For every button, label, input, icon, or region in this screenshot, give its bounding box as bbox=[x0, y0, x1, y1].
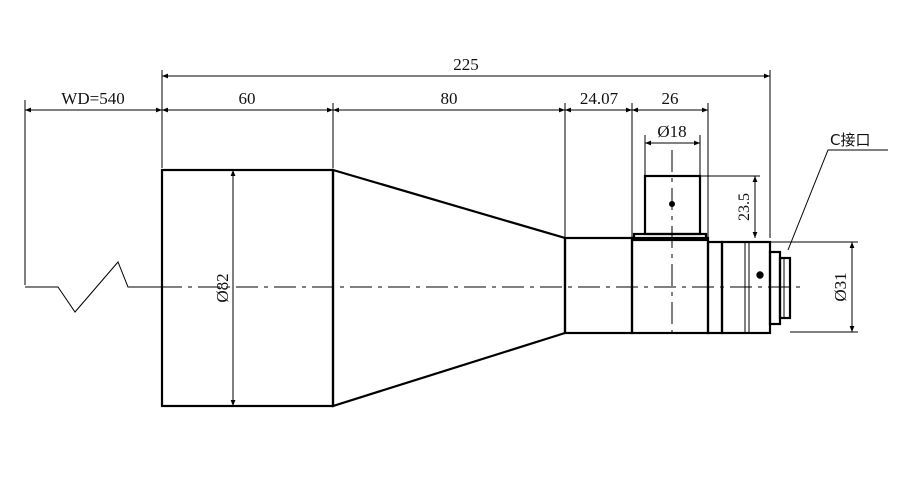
mount-label: C接口 bbox=[830, 131, 870, 149]
dim-rear-section: 26 bbox=[662, 89, 679, 108]
dim-working-distance: WD=540 bbox=[61, 89, 124, 108]
lens-body bbox=[160, 168, 792, 408]
mount-step bbox=[768, 250, 782, 326]
extension-lines bbox=[24, 70, 858, 333]
dim-front-diameter: Ø82 bbox=[213, 273, 232, 302]
dim-port-height: 23.5 bbox=[736, 193, 753, 221]
front-barrel bbox=[160, 168, 335, 408]
mid-tube bbox=[563, 236, 634, 335]
dim-mount-diameter: Ø31 bbox=[831, 272, 850, 301]
taper-section bbox=[331, 168, 567, 408]
dim-port-diameter: Ø18 bbox=[657, 122, 686, 141]
dim-mid-section: 24.07 bbox=[580, 89, 619, 108]
dim-total-length: 225 bbox=[453, 55, 479, 74]
center-lines bbox=[160, 150, 800, 333]
c-mount-thread bbox=[778, 256, 792, 320]
rear-tube bbox=[630, 236, 710, 335]
wd-break-line bbox=[25, 261, 160, 313]
dimension-lines bbox=[25, 73, 855, 406]
dim-taper: 80 bbox=[441, 89, 458, 108]
mount-leader-line bbox=[787, 149, 888, 251]
dim-front-barrel: 60 bbox=[239, 89, 256, 108]
lock-screw bbox=[756, 271, 764, 279]
